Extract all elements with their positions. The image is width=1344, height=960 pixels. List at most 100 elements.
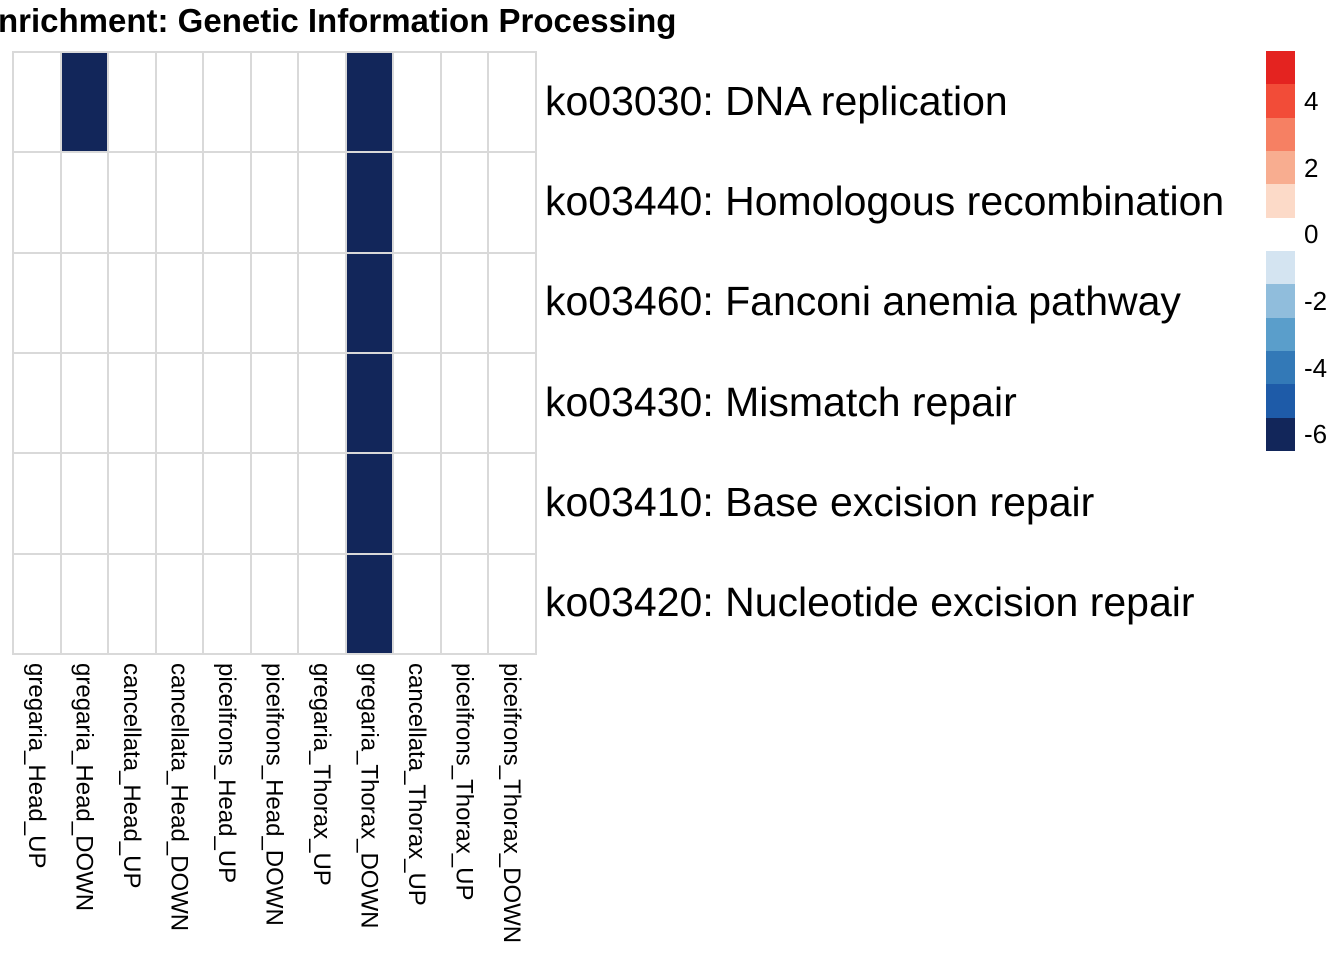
heatmap-cell: [13, 52, 61, 153]
heatmap-cell: [488, 453, 536, 554]
heatmap-cell: [345, 553, 393, 654]
heatmap-cell: [60, 252, 108, 353]
heatmap-cell: [250, 352, 298, 454]
heatmap-cell: [60, 453, 108, 554]
heatmap-cell: [440, 252, 488, 353]
heatmap-cell: [250, 52, 298, 153]
heatmap-cell: [60, 553, 108, 654]
heatmap-cell: [393, 352, 441, 454]
heatmap-cell: [60, 52, 108, 153]
heatmap-cell: [203, 553, 251, 654]
legend-tick-label: 0: [1304, 219, 1319, 250]
legend-color-block: [1266, 150, 1295, 185]
row-label: ko03030: DNA replication: [545, 77, 1008, 124]
legend-tick-label: 4: [1304, 85, 1319, 116]
row-label: ko03440: Homologous recombination: [545, 177, 1225, 224]
column-label: gregaria_Head_UP: [22, 663, 50, 869]
legend-tick-label: -6: [1304, 419, 1328, 450]
row-label: ko03460: Fanconi anemia pathway: [545, 278, 1181, 325]
heatmap-cell: [13, 553, 61, 654]
heatmap-cell: [298, 52, 346, 153]
row-label: ko03430: Mismatch repair: [545, 378, 1017, 425]
heatmap-cell: [345, 52, 393, 153]
heatmap-cell: [393, 152, 441, 253]
column-label: gregaria_Thorax_UP: [307, 663, 335, 886]
row-label: ko03420: Nucleotide excision repair: [545, 579, 1195, 626]
column-label: cancellata_Head_DOWN: [165, 663, 193, 932]
heatmap-cell: [108, 152, 156, 253]
heatmap-cell: [60, 152, 108, 253]
heatmap-cell: [345, 352, 393, 454]
heatmap-cell: [488, 553, 536, 654]
heatmap-cell: [155, 252, 203, 353]
heatmap-cell: [13, 453, 61, 554]
heatmap-cell: [250, 453, 298, 554]
column-label: cancellata_Head_UP: [117, 663, 145, 889]
heatmap-cell: [108, 553, 156, 654]
heatmap-cell: [440, 553, 488, 654]
heatmap-cell: [440, 52, 488, 153]
legend-tick-label: -4: [1304, 352, 1328, 383]
heatmap-cell: [345, 252, 393, 353]
heatmap-cell: [250, 553, 298, 654]
column-label: piceifrons_Thorax_UP: [450, 663, 478, 901]
heatmap-cell: [108, 252, 156, 353]
heatmap-cell: [440, 453, 488, 554]
heatmap-cell: [488, 52, 536, 153]
heatmap-cell: [108, 352, 156, 454]
heatmap-cell: [108, 453, 156, 554]
heatmap-cell: [298, 352, 346, 454]
heatmap-cell: [13, 152, 61, 253]
heatmap-cell: [13, 252, 61, 353]
legend-color-block: [1266, 384, 1295, 419]
heatmap-cell: [203, 352, 251, 454]
heatmap-cell: [440, 352, 488, 454]
legend-color-block: [1266, 284, 1295, 319]
heatmap-cell: [60, 352, 108, 454]
legend-color-block: [1266, 250, 1295, 285]
chart-title: nrichment: Genetic Information Processin…: [0, 2, 677, 39]
heatmap-cell: [488, 352, 536, 454]
legend-color-block: [1266, 117, 1295, 152]
column-label: piceifrons_Head_DOWN: [260, 663, 288, 926]
heatmap-cell: [203, 152, 251, 253]
legend-tick-label: -2: [1304, 285, 1328, 316]
heatmap-cell: [440, 152, 488, 253]
heatmap-cell: [488, 252, 536, 353]
heatmap-cell: [393, 453, 441, 554]
legend-color-block: [1266, 51, 1295, 85]
legend-color-block: [1266, 317, 1295, 352]
heatmap-grid: [12, 51, 537, 655]
row-label: ko03410: Base excision repair: [545, 478, 1095, 525]
heatmap-cell: [298, 453, 346, 554]
heatmap-cell: [13, 352, 61, 454]
heatmap-cell: [155, 553, 203, 654]
heatmap-cell: [155, 453, 203, 554]
column-label: gregaria_Head_DOWN: [70, 663, 98, 912]
heatmap-cell: [345, 152, 393, 253]
heatmap-cell: [345, 453, 393, 554]
heatmap-cell: [155, 52, 203, 153]
column-label: cancellata_Thorax_UP: [402, 663, 430, 906]
legend-color-block: [1266, 217, 1295, 252]
heatmap-cell: [393, 252, 441, 353]
heatmap-cell: [488, 152, 536, 253]
heatmap-cell: [203, 52, 251, 153]
heatmap-cell: [393, 553, 441, 654]
column-label: gregaria_Thorax_DOWN: [355, 663, 383, 929]
legend-color-block: [1266, 184, 1295, 219]
legend-color-block: [1266, 84, 1295, 119]
legend-color-block: [1266, 350, 1295, 385]
legend-color-block: [1266, 417, 1295, 452]
heatmap-cell: [298, 152, 346, 253]
column-label: piceifrons_Thorax_DOWN: [497, 663, 525, 944]
heatmap-cell: [203, 252, 251, 353]
heatmap-cell: [393, 52, 441, 153]
legend-tick-label: 2: [1304, 152, 1319, 183]
heatmap-cell: [298, 553, 346, 654]
heatmap-cell: [298, 252, 346, 353]
heatmap-cell: [155, 152, 203, 253]
heatmap-cell: [250, 152, 298, 253]
heatmap-cell: [203, 453, 251, 554]
